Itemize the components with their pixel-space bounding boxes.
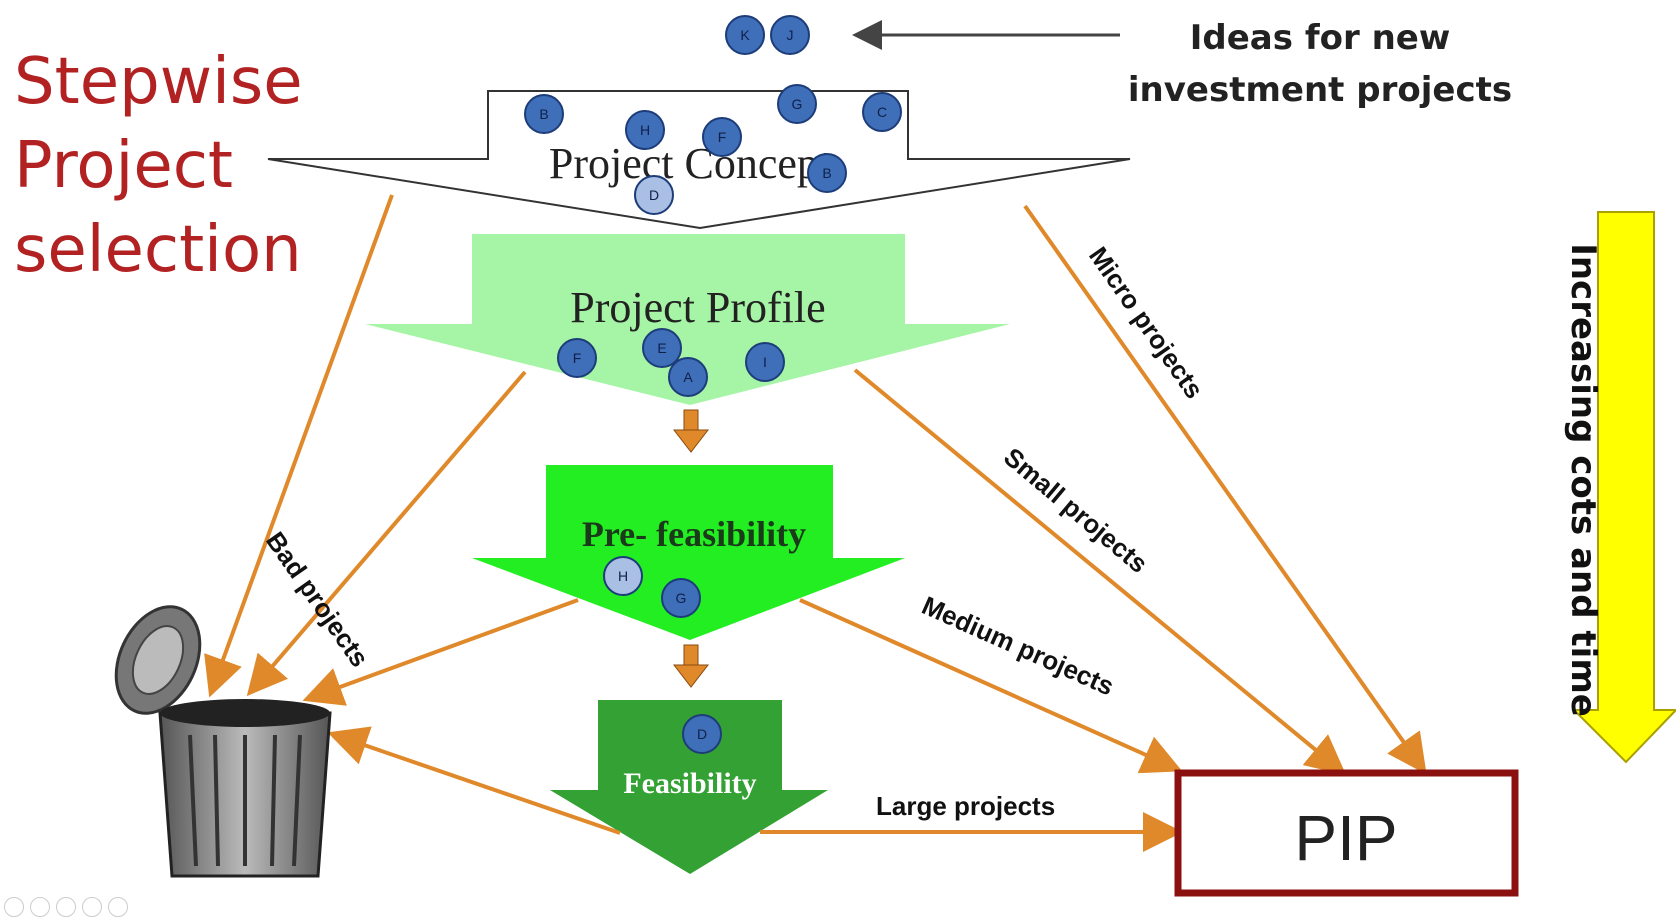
menu-icon[interactable] [108,897,128,917]
project-bubble-feasibility-d: D [682,714,722,754]
trash-can-icon [114,605,332,878]
flow-medium [799,598,1183,774]
connector-arrow-1 [672,409,710,453]
ideas-line-1: Ideas for new [1189,18,1451,58]
flow-label-medium: Medium projects [918,590,1119,701]
stage-label-profile: Project Profile [570,283,825,332]
slide-toolbar[interactable] [4,897,174,917]
project-bubble-concept-h: H [625,110,665,150]
flow-label-large: Large projects [876,791,1055,821]
prefeasibility-stage-shape [472,465,905,640]
project-bubble-profile-i: I [745,342,785,382]
project-bubble-concept-d: D [634,175,674,215]
title-line-1: Stepwise [14,45,303,119]
title-line-2: Project [14,129,233,203]
project-bubble-label: A [683,369,693,385]
project-bubble-incoming-k: K [725,15,765,55]
project-bubble-label: C [877,104,887,120]
project-bubble-label: K [740,27,750,43]
project-bubble-label: B [539,106,548,122]
diagram-title: Stepwise Project selection [14,40,303,292]
project-bubble-concept-b: B [524,94,564,134]
flow-label-bad: Bad projects [260,526,375,672]
project-bubbles: K J B H F G C D B F E A I H G D [524,15,902,754]
increasing-cost-arrow [1571,211,1676,764]
flow-label-small: Small projects [998,442,1153,579]
flow-bad-feasibility [327,726,621,835]
flow-small [853,368,1347,776]
pen-icon[interactable] [30,897,50,917]
profile-stage-shape [365,234,1010,405]
flow-bad-profile [246,370,527,697]
project-bubble-label: D [697,726,707,742]
connector-arrow-2 [672,644,710,688]
project-bubble-profile-a: A [668,357,708,397]
pip-box [1174,769,1519,897]
concept-stage-shape [267,90,1131,230]
flow-bad-prefeasibility [302,598,579,706]
project-bubble-label: B [822,165,831,181]
project-bubble-concept-b: B [807,153,847,193]
ideas-label: Ideas for new investment projects [1120,12,1520,116]
feasibility-stage-shape [550,700,828,874]
project-bubble-label: E [657,340,666,356]
project-bubble-profile-e: E [642,328,682,368]
title-line-3: selection [14,213,302,287]
project-bubble-incoming-j: J [770,15,810,55]
view-icon[interactable] [56,897,76,917]
project-bubble-label: F [573,350,582,366]
zoom-icon[interactable] [82,897,102,917]
increasing-cost-label: Increasing cots and time [1563,243,1603,717]
stage-label-concept: Project Concept [549,139,831,188]
stage-label-prefeasibility: Pre- feasibility [582,514,806,554]
project-bubble-prefeasibility-h: H [603,556,643,596]
project-bubble-label: J [787,27,794,43]
stage-label-feasibility: Feasibility [623,767,756,800]
project-bubble-concept-c: C [862,92,902,132]
project-bubble-label: I [763,354,767,370]
flow-bad-concept [204,194,394,698]
project-bubble-prefeasibility-g: G [661,578,701,618]
project-bubble-label: H [618,568,628,584]
project-bubble-concept-f: F [702,117,742,157]
project-bubble-label: G [792,96,803,112]
flow-micro [1023,204,1427,775]
project-bubble-concept-g: G [777,84,817,124]
project-bubble-label: F [718,129,727,145]
prev-icon[interactable] [4,897,24,917]
pip-label: PIP [1294,802,1397,874]
ideas-line-2: investment projects [1127,70,1513,110]
project-bubble-label: D [649,187,659,203]
project-bubble-label: G [676,590,687,606]
project-bubble-profile-f: F [557,338,597,378]
project-bubble-label: H [640,122,650,138]
